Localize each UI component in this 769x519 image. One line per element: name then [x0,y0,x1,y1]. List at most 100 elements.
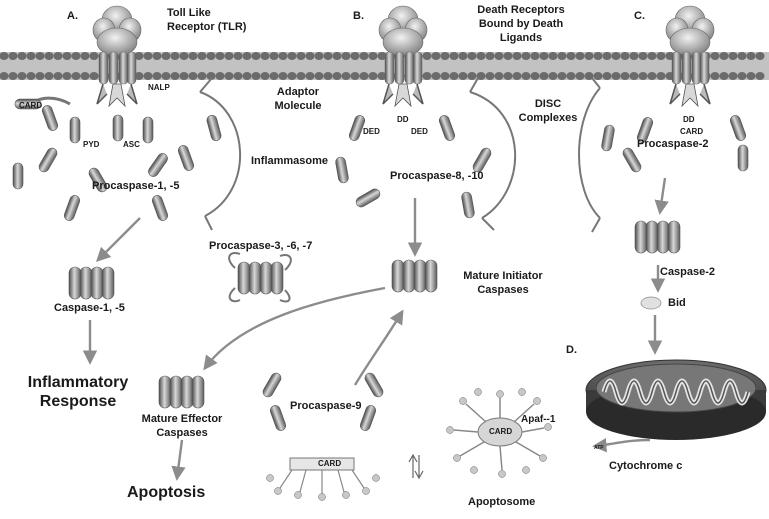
lipid-head [521,72,531,80]
lipid-head [197,52,207,60]
lipid-head [728,52,738,60]
lipid-head [737,52,747,60]
lipid-head [260,72,270,80]
lipid-head [746,52,756,60]
lipid-head [278,72,288,80]
lipid-head [539,52,549,60]
lipid-head [161,52,171,60]
lipid-head [332,52,342,60]
lipid-head [575,72,585,80]
lipid-head [287,72,297,80]
lipid-head [755,72,765,80]
lipid-head [314,52,324,60]
adaptor-line1: Adaptor [276,86,320,98]
lipid-head [548,52,558,60]
lipid-head [719,52,729,60]
panel-d-label: D. [566,344,577,356]
disc-line2: Complexes [518,112,578,124]
mature-initiator-line2: Caspases [477,284,529,296]
lipid-head [521,52,531,60]
lipid-head [350,52,360,60]
lipid-head [206,72,216,80]
ded-domain-left: DED [363,127,380,136]
lipid-head [215,52,225,60]
lipid-head [305,72,315,80]
lipid-head [449,72,459,80]
lipid-head [242,72,252,80]
death-receptor-c [665,5,715,107]
inflammatory-response-line1: Inflammatory [27,374,129,391]
lipid-head [710,52,720,60]
lipid-head [341,52,351,60]
bid-protein [640,296,662,310]
lipid-head [368,52,378,60]
lipid-head [350,72,360,80]
lipid-head [629,72,639,80]
card-domain-procaspase9: CARD [318,459,342,468]
procaspase-3-6-7-tetramer [228,252,292,303]
lipid-head [422,52,432,60]
disc-complex [334,77,516,231]
mature-initiator-tetramer [391,259,438,293]
lipid-head [467,72,477,80]
asc-domain: ASC [123,140,140,149]
lipid-head [8,52,18,60]
lipid-head [647,52,657,60]
lipid-head [143,72,153,80]
lipid-head [458,72,468,80]
lipid-head [260,52,270,60]
tlr-receptor [92,5,142,107]
inflammasome-label: Inflammasome [251,155,329,167]
lipid-head [80,72,90,80]
lipid-head [305,52,315,60]
procaspase-9-apoptosome [260,370,386,501]
caspase-2-label: Caspase-2 [660,266,716,278]
lipid-head [755,52,765,60]
lipid-head [557,72,567,80]
lipid-head [71,52,81,60]
pyd-domain: PYD [83,140,100,149]
lipid-head [278,52,288,60]
lipid-head [215,72,225,80]
lipid-head [26,72,36,80]
lipid-head [431,52,441,60]
dd-domain-b: DD [397,115,409,124]
panel-b-label: B. [353,10,364,22]
tlr-label-line1: Toll Like [167,7,211,19]
apoptosis-label: Apoptosis [127,484,206,501]
lipid-head [89,52,99,60]
lipid-head [44,72,54,80]
death-receptor [378,5,428,107]
lipid-head [602,72,612,80]
lipid-head [629,52,639,60]
lipid-head [287,52,297,60]
lipid-head [161,72,171,80]
lipid-head [449,52,459,60]
lipid-head [17,72,27,80]
lipid-head [494,72,504,80]
inflammasome-complex [12,77,241,231]
lipid-head [611,52,621,60]
lipid-head [224,52,234,60]
lipid-head [656,52,666,60]
lipid-head [269,52,279,60]
lipid-head [242,52,252,60]
lipid-head [71,72,81,80]
lipid-head [584,72,594,80]
lipid-head [296,72,306,80]
mature-effector-line2: Caspases [156,427,208,439]
lipid-head [53,52,63,60]
lipid-head [359,72,369,80]
lipid-head [422,72,432,80]
inflammatory-response-line2: Response [39,393,117,410]
lipid-head [431,72,441,80]
lipid-head [485,52,495,60]
procaspase-8-10-label: Procaspase-8, -10 [390,170,484,182]
lipid-head [512,52,522,60]
lipid-head [323,72,333,80]
lipid-head [179,52,189,60]
mature-effector-tetramer [158,375,205,409]
lipid-head [746,72,756,80]
apaf1-label: Apaf--1 [521,414,556,425]
